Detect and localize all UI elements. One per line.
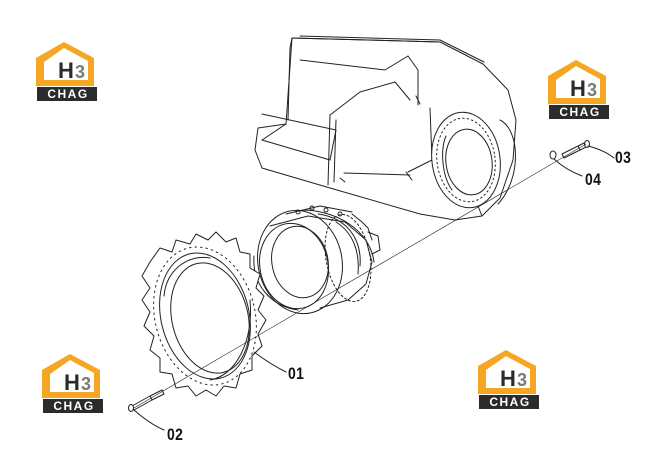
svg-text:3: 3 <box>517 370 527 390</box>
svg-text:3: 3 <box>587 80 597 100</box>
leader-01 <box>253 351 287 373</box>
watermark-text: CHAG <box>559 105 601 119</box>
h3-logo-icon: H 3 <box>478 350 539 409</box>
chag-logo-watermark: H 3 CHAG <box>544 58 614 124</box>
washer-04 <box>549 150 557 160</box>
bolt-03 <box>561 140 590 159</box>
chag-logo-watermark: H 3 CHAG <box>32 40 102 106</box>
leader-04 <box>553 158 583 177</box>
sprocket <box>141 231 267 397</box>
travel-motor <box>253 205 381 315</box>
h3-logo-icon: H 3 <box>36 42 97 101</box>
watermark-text: CHAG <box>47 87 89 101</box>
callout-03: 03 <box>615 148 632 167</box>
svg-text:H: H <box>64 370 80 395</box>
callout-02: 02 <box>167 425 184 444</box>
svg-text:H: H <box>58 58 74 83</box>
svg-text:H: H <box>500 366 516 391</box>
watermark-text: CHAG <box>489 395 531 409</box>
leader-02 <box>133 409 165 431</box>
svg-text:H: H <box>570 76 586 101</box>
watermark-text: CHAG <box>53 399 95 413</box>
callout-04: 04 <box>585 170 602 189</box>
assembly-axis-line <box>133 143 587 409</box>
callout-01: 01 <box>288 364 305 383</box>
chag-logo-watermark: H 3 CHAG <box>38 352 108 418</box>
h3-logo-icon: H 3 <box>548 60 609 119</box>
leader-03 <box>587 145 615 159</box>
chag-logo-watermark: H 3 CHAG <box>474 348 544 414</box>
h3-logo-icon: H 3 <box>42 354 103 413</box>
track-frame <box>254 35 517 221</box>
svg-text:3: 3 <box>81 374 91 394</box>
svg-text:3: 3 <box>75 62 85 82</box>
